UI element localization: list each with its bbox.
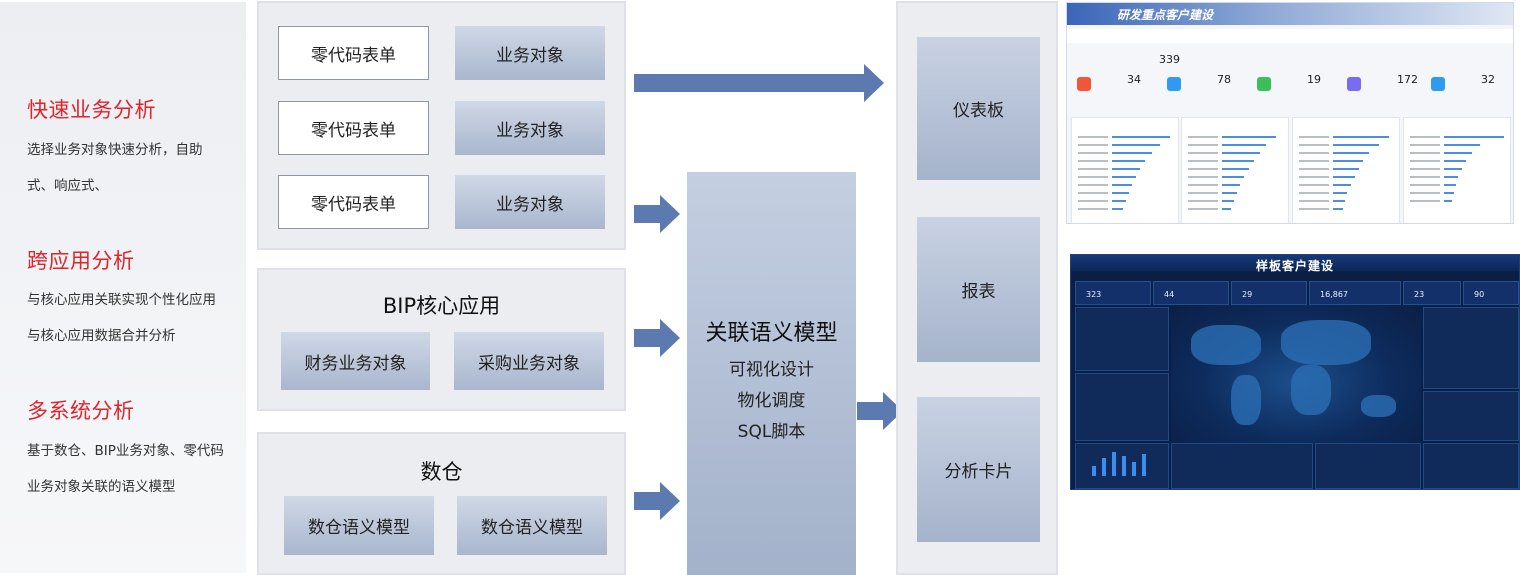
kpi-value: 34 xyxy=(1127,73,1141,86)
business-object-box: 业务对象 xyxy=(455,101,605,155)
semantic-model-title: 关联语义模型 xyxy=(705,321,838,346)
section-desc-quick-analysis: 选择业务对象快速分析，自助式、响应式、 xyxy=(27,142,203,194)
bigscreen-header: 样板客户建设 xyxy=(1071,255,1519,273)
bottom-stats-panel xyxy=(1315,443,1421,489)
stat-value: 29 xyxy=(1242,290,1253,299)
sql-script-label: SQL脚本 xyxy=(737,422,806,442)
dashboard-box: 仪表板 xyxy=(917,37,1040,180)
stat-value: 90 xyxy=(1474,290,1485,299)
stat-card: 44 xyxy=(1153,281,1229,305)
kpi-icon xyxy=(1347,77,1361,91)
section-title-quick-analysis: 快速业务分析 xyxy=(27,98,156,122)
kpi-card: 172 xyxy=(1347,73,1427,101)
warehouse-model-box: 数仓语义模型 xyxy=(284,496,434,555)
dashboard-header: 研发重点客户建设 xyxy=(1067,3,1513,25)
data-warehouse-group: 数仓 数仓语义模型 数仓语义模型 xyxy=(257,432,626,575)
stat-value: 323 xyxy=(1086,290,1102,299)
stat-card: 16,867 xyxy=(1309,281,1401,305)
stat-card: 29 xyxy=(1231,281,1307,305)
stat-card: 23 xyxy=(1403,281,1461,305)
kpi-card: 78 xyxy=(1167,73,1247,101)
bigscreen-title: 样板客户建设 xyxy=(1255,259,1334,273)
zero-code-form-box: 零代码表单 xyxy=(278,26,429,80)
zero-code-form-box: 零代码表单 xyxy=(278,175,429,229)
kpi-icon xyxy=(1257,77,1271,91)
bar-list-panel xyxy=(1071,117,1179,223)
kpi-value: 19 xyxy=(1307,73,1321,86)
analysis-card-box: 分析卡片 xyxy=(917,397,1040,542)
zero-code-group: 零代码表单 业务对象 零代码表单 业务对象 零代码表单 业务对象 xyxy=(257,1,626,250)
left-table-panel xyxy=(1075,373,1169,441)
kpi-icon xyxy=(1077,77,1091,91)
kpi-icon xyxy=(1431,77,1445,91)
section-title-cross-app: 跨应用分析 xyxy=(27,249,135,273)
procurement-object-box: 采购业务对象 xyxy=(454,332,604,390)
finance-object-box: 财务业务对象 xyxy=(281,332,430,390)
kpi-card: 19 xyxy=(1257,73,1337,101)
world-map xyxy=(1171,305,1421,445)
warehouse-model-box: 数仓语义模型 xyxy=(457,496,607,555)
description-panel: 快速业务分析 选择业务对象快速分析，自助式、响应式、 跨应用分析 与核心应用关联… xyxy=(0,2,246,573)
bip-core-group: BIP核心应用 财务业务对象 采购业务对象 xyxy=(257,268,626,411)
arrow-to-dashboard xyxy=(634,64,884,102)
right-info-panel xyxy=(1423,307,1519,389)
bar-list-panel xyxy=(1181,117,1289,223)
dashboard-metric-value: 339 xyxy=(1159,53,1180,66)
kpi-value: 78 xyxy=(1217,73,1231,86)
visual-design-label: 可视化设计 xyxy=(729,360,814,380)
arrow-warehouse-to-model xyxy=(634,482,680,520)
arrow-bip-to-model xyxy=(634,319,680,357)
bottom-area-panel xyxy=(1171,443,1313,489)
bottom-table-panel xyxy=(1423,443,1519,489)
bigscreen-screenshot: 样板客户建设 323 44 29 16,867 23 90 xyxy=(1070,254,1520,490)
section-desc-multi-system: 基于数仓、BIP业务对象、零代码业务对象关联的语义模型 xyxy=(27,443,224,495)
zero-code-form-box: 零代码表单 xyxy=(278,101,429,155)
dashboard-filter-toolbar xyxy=(1067,29,1513,43)
stat-value: 16,867 xyxy=(1320,290,1348,299)
dashboard-title: 研发重点客户建设 xyxy=(1117,8,1214,22)
section-title-multi-system: 多系统分析 xyxy=(27,399,135,423)
kpi-icon xyxy=(1167,77,1181,91)
semantic-model-box: 关联语义模型 可视化设计 物化调度 SQL脚本 xyxy=(687,172,856,575)
right-ring-panel xyxy=(1423,391,1519,441)
data-warehouse-title: 数仓 xyxy=(420,460,463,484)
business-object-box: 业务对象 xyxy=(455,26,605,80)
kpi-value: 172 xyxy=(1397,73,1418,86)
bar-list-panel xyxy=(1403,117,1511,223)
stat-card: 323 xyxy=(1075,281,1151,305)
bar-list-panel xyxy=(1292,117,1400,223)
arrow-zero-code-to-model xyxy=(634,195,680,233)
section-desc-cross-app: 与核心应用关联实现个性化应用与核心应用数据合并分析 xyxy=(27,292,216,344)
materialized-schedule-label: 物化调度 xyxy=(737,391,806,411)
left-info-panel xyxy=(1075,307,1169,371)
stat-value: 23 xyxy=(1414,290,1425,299)
kpi-card: 32 xyxy=(1431,73,1511,101)
bottom-bar-panel xyxy=(1075,443,1169,489)
kpi-value: 32 xyxy=(1481,73,1495,86)
report-box: 报表 xyxy=(917,217,1040,362)
stat-value: 44 xyxy=(1164,290,1175,299)
kpi-card: 34 xyxy=(1077,73,1157,101)
business-object-box: 业务对象 xyxy=(455,175,605,229)
dashboard-screenshot: 研发重点客户建设 339 34 78 19 172 32 xyxy=(1066,2,1514,224)
stat-card: 90 xyxy=(1463,281,1519,305)
outputs-column: 仪表板 报表 分析卡片 xyxy=(896,1,1058,575)
bip-core-title: BIP核心应用 xyxy=(382,294,501,318)
